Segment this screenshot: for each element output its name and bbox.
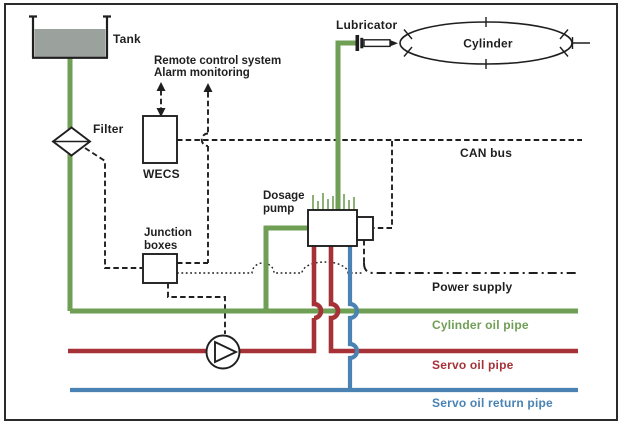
filter-junction-link xyxy=(84,147,142,269)
cylinder-oil-pipe-line xyxy=(67,56,578,314)
lubricator-feed-pipe xyxy=(335,40,356,212)
junction-box xyxy=(142,253,178,284)
arrow-up-icon xyxy=(156,82,166,91)
diagram-border xyxy=(4,3,618,421)
dosage-pump-label-1: Dosage xyxy=(263,190,305,202)
junction-power-link xyxy=(177,261,364,274)
alarm-monitoring-label: Alarm monitoring xyxy=(154,67,250,79)
dosage-pump-label-2: pump xyxy=(263,203,294,215)
wecs-box xyxy=(142,115,178,164)
pipes xyxy=(67,40,578,393)
cylinder-oil-branch xyxy=(263,225,308,311)
arrow-up-icon xyxy=(203,83,213,92)
cylinder-oil-pipe-label: Cylinder oil pipe xyxy=(432,318,529,332)
tank-label: Tank xyxy=(113,32,141,46)
canbus-dosage-link xyxy=(374,141,393,229)
servo-return-riser xyxy=(347,244,360,390)
servo-oil-riser xyxy=(311,244,324,321)
junction-pump-link xyxy=(167,283,226,334)
servo-oil-pipe-line xyxy=(68,318,317,354)
junction-boxes-label-2: boxes xyxy=(144,240,177,252)
tank-symbol xyxy=(29,15,111,59)
labels: Tank Filter Remote control system Alarm … xyxy=(93,18,553,410)
lubricator-label: Lubricator xyxy=(336,18,397,32)
components xyxy=(29,15,590,370)
arrow-down-icon xyxy=(156,108,166,117)
servo-oil-pipe-label: Servo oil pipe xyxy=(432,358,514,372)
power-supply-label: Power supply xyxy=(432,280,513,294)
cylinder-lube-points xyxy=(403,17,590,69)
dosage-pump-control-box xyxy=(356,216,374,241)
pump-triangle-icon xyxy=(214,340,239,364)
servo-oil-out xyxy=(328,244,578,354)
cylinder-label: Cylinder xyxy=(463,37,513,51)
wecs-label: WECS xyxy=(143,167,180,181)
power-supply-line xyxy=(363,262,578,274)
dosage-pump-outlets xyxy=(312,193,355,210)
control-wiring xyxy=(84,82,582,334)
dosage-pump-box xyxy=(307,209,358,247)
can-bus-label: CAN bus xyxy=(460,146,512,160)
remote-control-label: Remote control system xyxy=(154,55,281,67)
tank-liquid xyxy=(34,29,106,58)
alarm-link-hop xyxy=(200,132,209,147)
servo-oil-return-pipe-label: Servo oil return pipe xyxy=(432,396,553,410)
filter-label: Filter xyxy=(93,122,124,136)
junction-boxes-label-1: Junction xyxy=(144,227,192,239)
lubricator-icon xyxy=(355,35,398,51)
